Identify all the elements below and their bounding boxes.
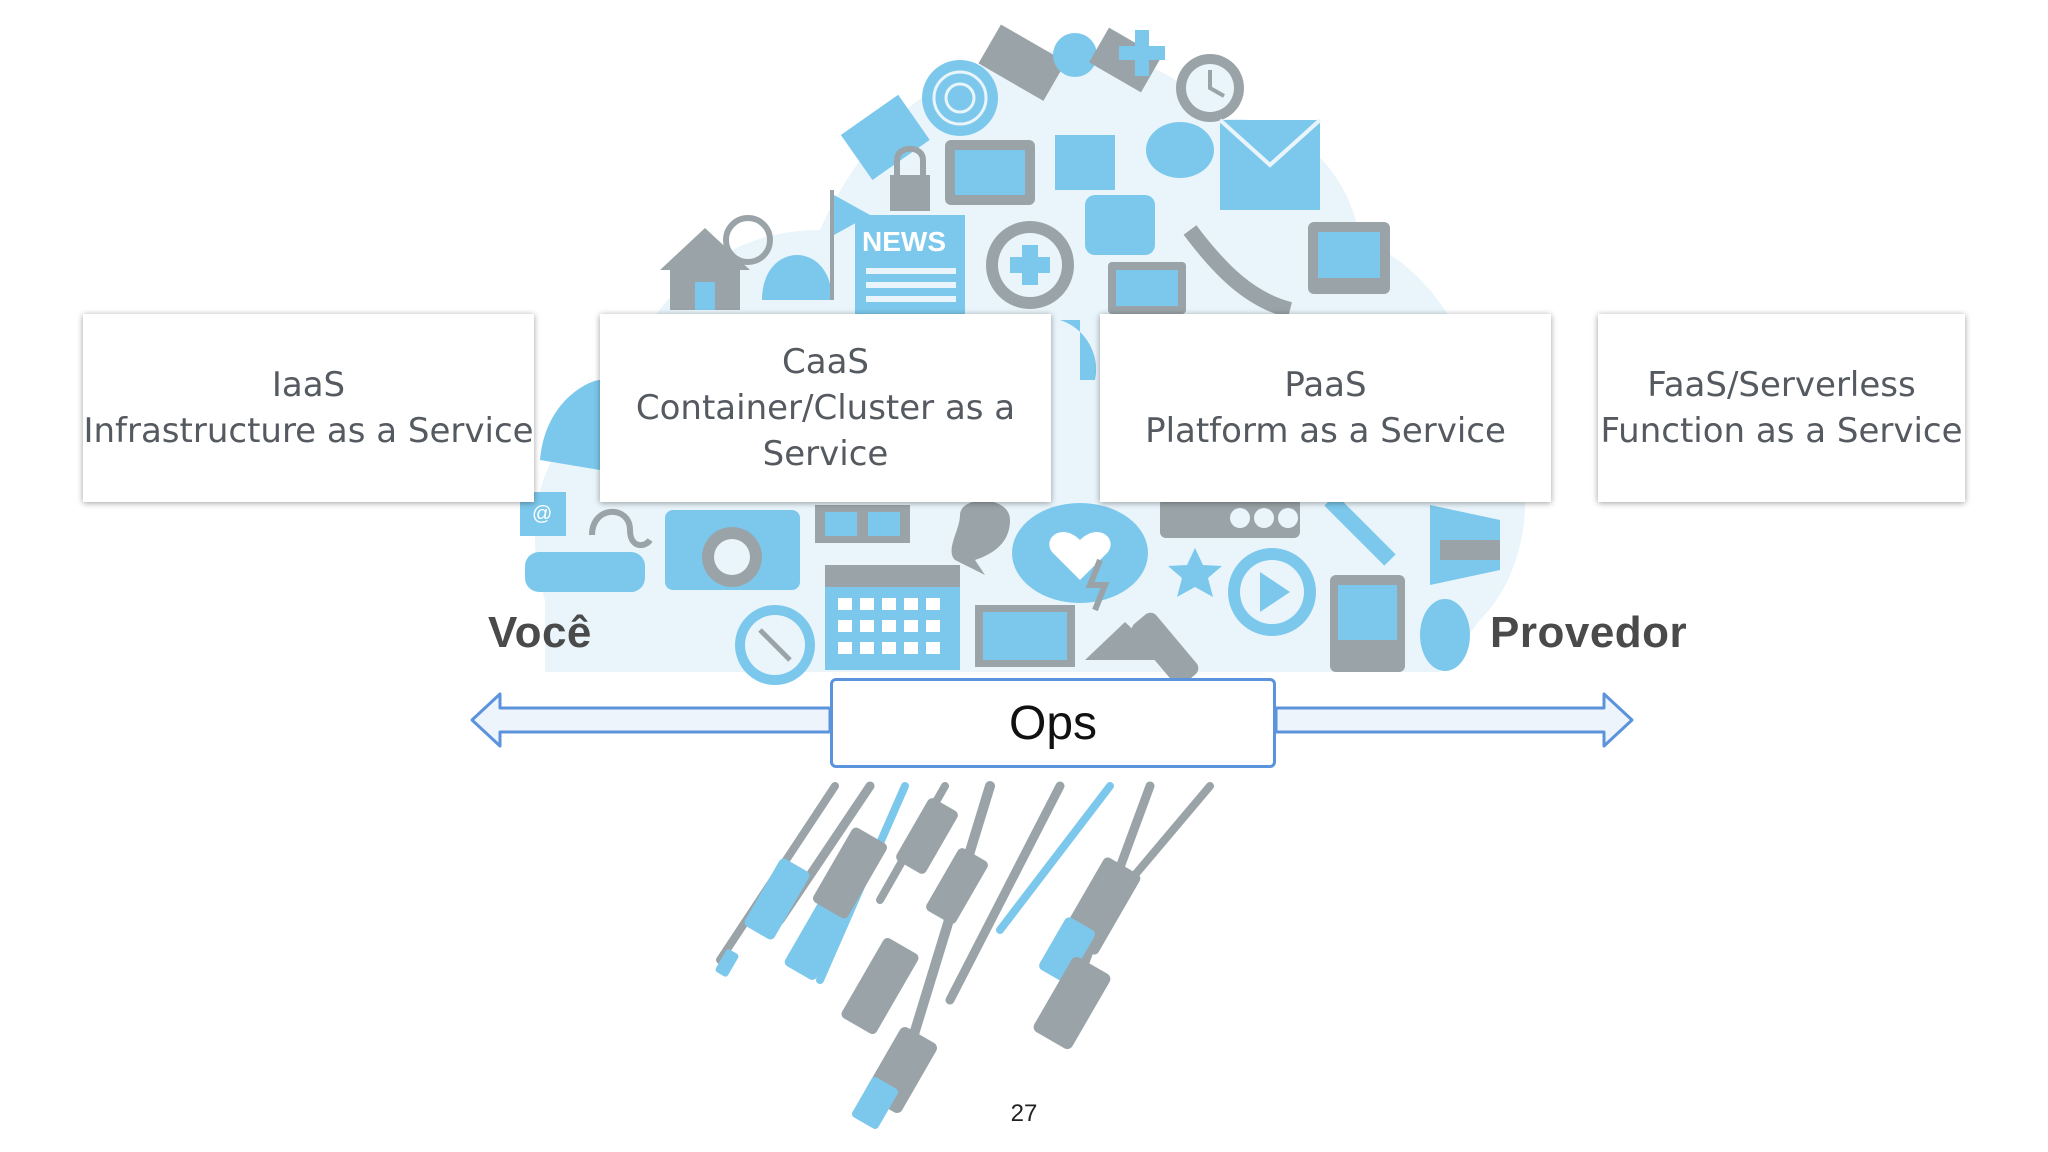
card-paas: PaaS Platform as a Service bbox=[1100, 314, 1551, 502]
ops-box: Ops bbox=[830, 678, 1276, 768]
card-caas: CaaS Container/Cluster as a Service bbox=[600, 314, 1051, 502]
card-caas-subtitle: Container/Cluster as a bbox=[635, 388, 1016, 428]
card-paas-subtitle: Platform as a Service bbox=[1145, 411, 1506, 451]
right-label: Provedor bbox=[1490, 608, 1688, 657]
card-faas-subtitle: Function as a Service bbox=[1600, 411, 1963, 451]
page-number: 27 bbox=[1010, 1100, 1038, 1127]
news-label: NEWS bbox=[862, 226, 946, 257]
card-caas-subtitle-cont: Service bbox=[762, 434, 889, 474]
card-faas-title: FaaS/Serverless bbox=[1647, 365, 1916, 405]
card-paas-title: PaaS bbox=[1284, 365, 1367, 405]
card-faas: FaaS/Serverless Function as a Service bbox=[1598, 314, 1965, 502]
card-iaas: IaaS Infrastructure as a Service bbox=[83, 314, 534, 502]
cables-illustration bbox=[715, 781, 1214, 1129]
card-iaas-title: IaaS bbox=[271, 365, 346, 405]
card-caas-title: CaaS bbox=[782, 342, 869, 382]
card-iaas-subtitle: Infrastructure as a Service bbox=[83, 411, 534, 451]
svg-text:@: @ bbox=[532, 503, 552, 525]
ops-label: Ops bbox=[1008, 696, 1098, 750]
left-label: Você bbox=[488, 608, 592, 657]
